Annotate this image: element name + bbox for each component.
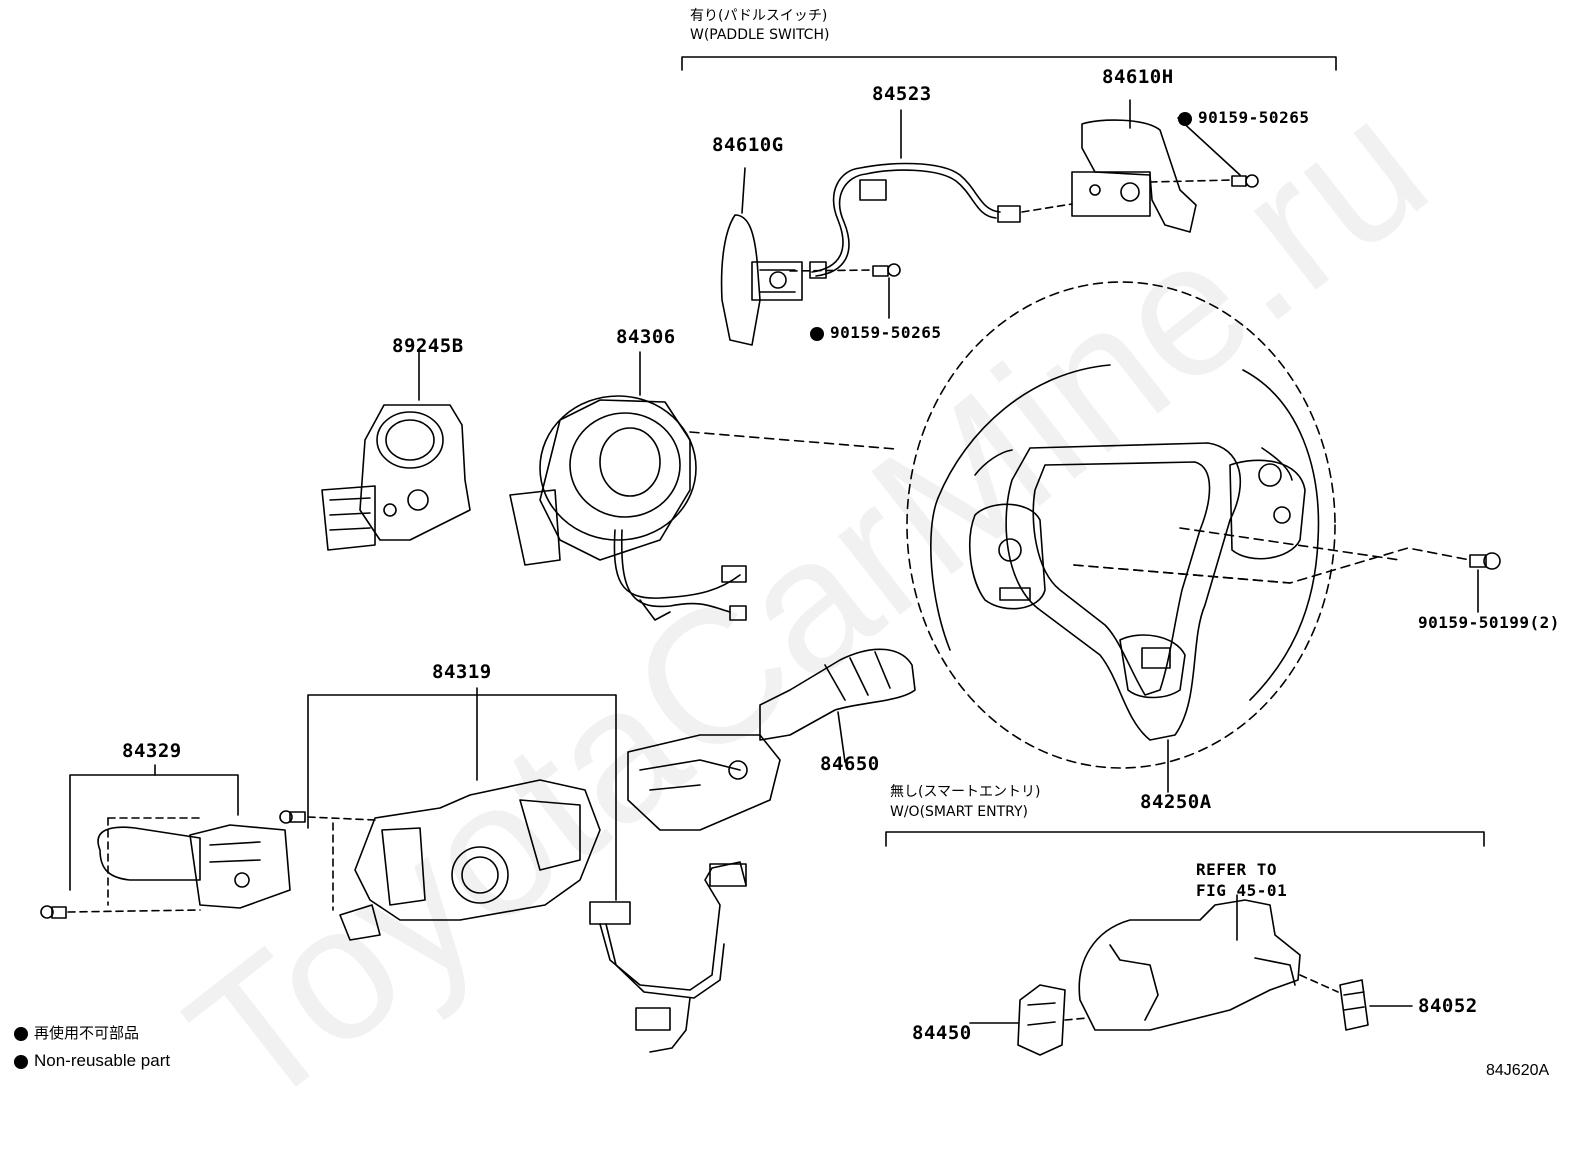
paddle-switch-bracket <box>681 56 1337 71</box>
part-label-84319: 84319 <box>432 661 492 683</box>
part-label-84610g: 84610G <box>712 134 784 156</box>
refer-to-line2: FIG 45-01 <box>1196 881 1288 900</box>
non-reusable-dot <box>1178 111 1192 126</box>
part-label-89245b: 89245B <box>392 335 464 357</box>
turn-switch-84329-drawing <box>40 764 291 919</box>
paddle-switch-header-en: W(PADDLE SWITCH) <box>690 27 830 43</box>
sensor-89245b-drawing <box>321 351 471 551</box>
part-label-84610h: 84610H <box>1102 66 1174 88</box>
legend-jp: 再使用不可部品 <box>14 1026 139 1042</box>
part-label-84650: 84650 <box>820 753 880 775</box>
non-reusable-dot <box>810 326 824 341</box>
paddle-switch-header-jp: 有り(パドルスイッチ) <box>690 8 828 24</box>
part-label-84450: 84450 <box>912 1022 972 1044</box>
part-label-84306: 84306 <box>616 326 676 348</box>
paddle-left-drawing <box>720 167 803 346</box>
figure-code: 84J620A <box>1486 1062 1550 1079</box>
part-label-bolt-wheel: 90159-50199(2) <box>1418 613 1560 632</box>
part-label-84329: 84329 <box>122 740 182 762</box>
refer-to-line1: REFER TO <box>1196 860 1278 879</box>
part-label-84052: 84052 <box>1418 995 1478 1017</box>
ignition-parts-drawing <box>969 894 1413 1056</box>
part-label-84250a: 84250A <box>1140 791 1212 813</box>
bolt-lower-drawing <box>789 263 901 319</box>
spiral-cable-drawing <box>509 351 897 621</box>
non-reusable-dot <box>14 1054 28 1069</box>
bolt-wheel-drawing <box>1073 527 1501 613</box>
part-label-bolt-upper: 90159-50265 <box>1178 110 1309 126</box>
smart-entry-header-jp: 無し(スマートエントリ) <box>890 784 1041 800</box>
part-label-bolt-lower: 90159-50265 <box>810 325 941 341</box>
smart-entry-bracket <box>885 831 1485 847</box>
bolt-upper-drawing <box>1149 117 1259 188</box>
steering-wheel-drawing <box>906 281 1336 769</box>
smart-entry-header-en: W/O(SMART ENTRY) <box>890 804 1029 820</box>
harness-84523-drawing <box>809 109 1021 279</box>
non-reusable-dot <box>14 1027 28 1042</box>
wiper-switch-drawing <box>627 648 916 831</box>
part-label-84523: 84523 <box>872 83 932 105</box>
parts-diagram <box>40 56 1501 1056</box>
legend-en: Non-reusable part <box>14 1052 170 1069</box>
paddle-right-drawing <box>1021 99 1197 233</box>
switch-body-84319-drawing <box>279 687 747 1053</box>
